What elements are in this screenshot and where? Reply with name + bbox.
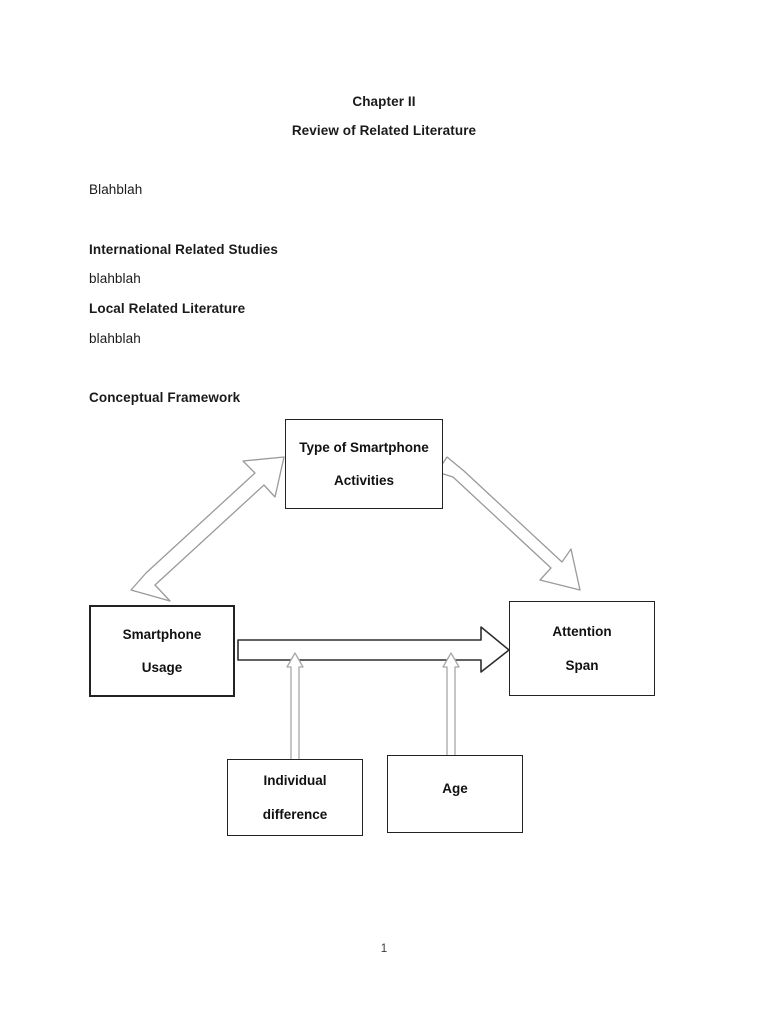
paragraph-intro: Blahblah bbox=[89, 182, 143, 197]
node-label-line-1: Age bbox=[442, 781, 468, 796]
conceptual-framework-diagram: Type of Smartphone Activities Smartphone… bbox=[0, 410, 768, 855]
node-label-line-1: Smartphone bbox=[122, 626, 202, 642]
section-heading-conceptual-framework: Conceptual Framework bbox=[89, 390, 241, 405]
section-heading-international-related-studies: International Related Studies bbox=[89, 242, 278, 257]
page-number: 1 bbox=[380, 943, 388, 955]
paragraph-local: blahblah bbox=[89, 331, 141, 346]
node-label-line-1: Type of Smartphone bbox=[299, 439, 429, 455]
node-label-line-2: Activities bbox=[333, 473, 395, 488]
age-to-main-arrow bbox=[442, 652, 460, 758]
node-individual-difference: Individual difference bbox=[227, 759, 363, 836]
node-label-line-1: Individual bbox=[263, 773, 327, 788]
node-type-of-smartphone-activities: Type of Smartphone Activities bbox=[285, 419, 443, 509]
framework-connectors bbox=[130, 456, 581, 761]
page-title-subtitle: Review of Related Literature bbox=[291, 123, 477, 138]
node-label-line-2: Span bbox=[565, 657, 599, 673]
node-smartphone-usage: Smartphone Usage bbox=[89, 605, 235, 697]
node-label-line-1: Attention bbox=[552, 624, 612, 639]
node-age: Age bbox=[387, 755, 523, 833]
node-label-line-2: difference bbox=[262, 806, 328, 822]
type-to-attention-arrow bbox=[436, 456, 581, 591]
individual-difference-to-main-arrow bbox=[286, 652, 304, 761]
paragraph-international: blahblah bbox=[89, 271, 141, 286]
usage-to-attention-arrow bbox=[237, 626, 510, 673]
node-label-line-2: Usage bbox=[141, 660, 183, 675]
node-attention-span: Attention Span bbox=[509, 601, 655, 696]
usage-to-type-arrow bbox=[130, 456, 285, 602]
section-heading-local-related-literature: Local Related Literature bbox=[89, 301, 246, 316]
page-title-chapter: Chapter II bbox=[352, 94, 416, 109]
